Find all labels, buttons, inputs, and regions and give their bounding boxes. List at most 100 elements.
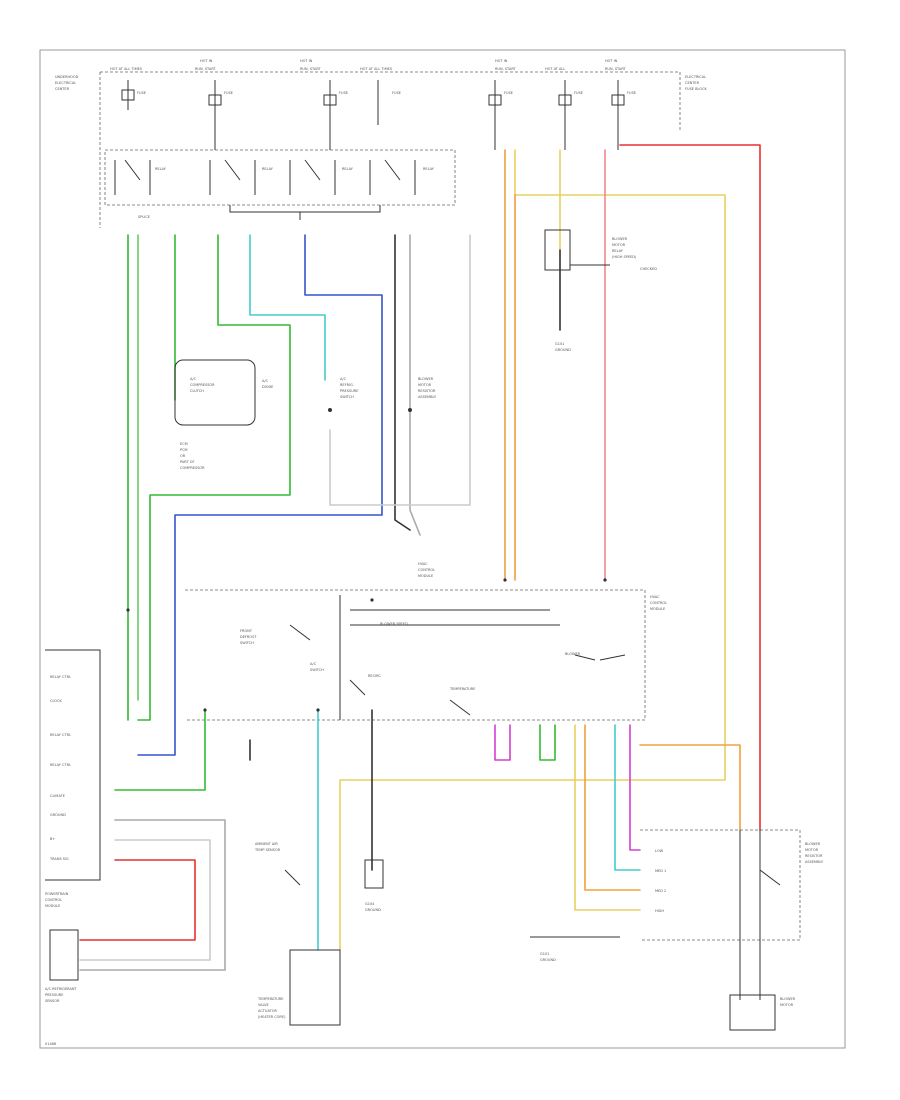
relay-row: RELAY RELAY RELAY RELAY SPLICE — [104, 149, 456, 220]
svg-text:AMBIENT AIR: AMBIENT AIR — [255, 842, 278, 846]
svg-text:MOTOR: MOTOR — [805, 848, 819, 852]
pin-label-trans-sig: TRANS SIG — [49, 857, 69, 861]
figure-code: 01488 — [45, 1042, 56, 1046]
svg-text:PART OF: PART OF — [180, 460, 194, 464]
svg-text:MOTOR: MOTOR — [612, 243, 626, 247]
svg-text:FUSE: FUSE — [224, 91, 233, 95]
svg-text:RUN, START: RUN, START — [300, 67, 321, 71]
fuse-labels: HOT AT ALL TIMES HOT IN RUN, START HOT I… — [110, 59, 626, 71]
svg-text:CENTER: CENTER — [685, 81, 700, 85]
blower-relay: BLOWER MOTOR RELAY (HIGH SPEED) CHECKED … — [544, 229, 657, 352]
svg-text:HOT IN: HOT IN — [200, 59, 213, 63]
svg-text:A/C REFRIGERANT: A/C REFRIGERANT — [45, 987, 77, 991]
svg-text:FUSE: FUSE — [392, 91, 401, 95]
svg-text:RELAY: RELAY — [342, 167, 354, 171]
relay-wires — [127, 234, 471, 756]
svg-text:CHECKED: CHECKED — [640, 267, 657, 271]
svg-text:(HIGH SPEED): (HIGH SPEED) — [612, 255, 637, 259]
svg-text:HOT IN: HOT IN — [495, 59, 508, 63]
svg-text:VALVE: VALVE — [258, 1003, 269, 1007]
svg-text:UNDERHOOD: UNDERHOOD — [55, 75, 79, 79]
svg-text:HVAC: HVAC — [650, 595, 660, 599]
svg-text:RUN, START: RUN, START — [495, 67, 516, 71]
svg-text:A/C: A/C — [262, 379, 269, 383]
pin-label-relay-ctrl-1: RELAY CTRL — [50, 675, 71, 679]
blower-motor: BLOWER MOTOR RESISTOR ASSEMBLY BLOWER MO… — [640, 829, 824, 1031]
svg-text:MOTOR: MOTOR — [418, 383, 432, 387]
svg-text:RELAY: RELAY — [423, 167, 435, 171]
svg-text:PRESSURE: PRESSURE — [45, 993, 63, 997]
svg-text:TEMPERATURE: TEMPERATURE — [257, 997, 283, 1001]
svg-text:COMPRESSOR: COMPRESSOR — [180, 466, 205, 470]
svg-text:SWITCH: SWITCH — [310, 668, 324, 672]
svg-text:MODULE: MODULE — [45, 904, 60, 908]
svg-text:RECIRC: RECIRC — [368, 674, 381, 678]
svg-text:ELECTRICAL: ELECTRICAL — [55, 81, 76, 85]
svg-text:CONTROL: CONTROL — [418, 568, 435, 572]
svg-text:GROUND: GROUND — [365, 908, 381, 912]
pin-label-ground: GROUND — [50, 813, 66, 817]
svg-text:RELAY: RELAY — [262, 167, 274, 171]
svg-text:TEMP SENSOR: TEMP SENSOR — [254, 848, 281, 852]
svg-text:BLOWER: BLOWER — [612, 237, 628, 241]
svg-text:RELAY: RELAY — [155, 167, 167, 171]
svg-text:GROUND: GROUND — [555, 348, 571, 352]
svg-text:ASSEMBLY: ASSEMBLY — [805, 860, 824, 864]
svg-text:RELAY: RELAY — [612, 249, 624, 253]
center-components: A/C REFRIG. PRESSURE SWITCH BLOWER MOTOR… — [328, 377, 437, 412]
svg-text:FUSE: FUSE — [137, 91, 146, 95]
svg-text:FUSE: FUSE — [627, 91, 636, 95]
pin-label-relay-ctrl-2: RELAY CTRL — [50, 733, 71, 737]
svg-text:COMPRESSOR: COMPRESSOR — [190, 383, 215, 387]
pcm-return-wires: A/C REFRIGERANT PRESSURE SENSOR — [45, 819, 226, 1003]
svg-text:POWERTRAIN: POWERTRAIN — [45, 892, 69, 896]
svg-text:G101: G101 — [555, 342, 564, 346]
svg-text:HOT AT ALL TIMES: HOT AT ALL TIMES — [360, 67, 393, 71]
svg-text:HIGH: HIGH — [655, 909, 664, 913]
svg-text:RESISTOR: RESISTOR — [805, 854, 823, 858]
pin-label-b-plus: B+ — [50, 837, 55, 841]
junction-dots — [126, 578, 607, 712]
svg-text:PRESSURE: PRESSURE — [340, 389, 358, 393]
svg-text:MED 2: MED 2 — [655, 889, 666, 893]
svg-text:HOT IN: HOT IN — [300, 59, 313, 63]
svg-text:CENTER: CENTER — [55, 87, 70, 91]
svg-text:BLOWER: BLOWER — [418, 377, 434, 381]
svg-text:OR: OR — [180, 454, 186, 458]
svg-text:ELECTRICAL: ELECTRICAL — [685, 75, 706, 79]
svg-text:CLUTCH: CLUTCH — [190, 389, 204, 393]
svg-text:CONTROL: CONTROL — [45, 898, 62, 902]
svg-text:LOW: LOW — [655, 849, 664, 853]
svg-text:RUN, START: RUN, START — [605, 67, 626, 71]
svg-text:FUSE: FUSE — [504, 91, 513, 95]
svg-text:HOT AT ALL: HOT AT ALL — [545, 67, 565, 71]
svg-text:MED 1: MED 1 — [655, 869, 666, 873]
svg-text:REFRIG.: REFRIG. — [340, 383, 354, 387]
svg-text:SWITCH: SWITCH — [340, 395, 354, 399]
body-control-module: RELAY CTRL CLOCK RELAY CTRL RELAY CTRL C… — [45, 649, 101, 908]
svg-text:DEFROST: DEFROST — [240, 635, 257, 639]
pin-label-clock: CLOCK — [50, 699, 62, 703]
fuse-row: FUSE FUSE FUSE FUSE FUSE FUSE FUSE — [121, 80, 636, 150]
pin-label-relay-ctrl-3: RELAY CTRL — [50, 763, 71, 767]
svg-text:ACTUATOR: ACTUATOR — [258, 1009, 277, 1013]
svg-text:(HEATER CORE): (HEATER CORE) — [258, 1015, 286, 1019]
svg-text:SWITCH: SWITCH — [240, 641, 254, 645]
svg-text:ECM: ECM — [180, 442, 188, 446]
svg-text:SENSOR: SENSOR — [45, 999, 60, 1003]
svg-text:FUSE: FUSE — [339, 91, 348, 95]
svg-text:G101: G101 — [540, 952, 549, 956]
diagram-border — [39, 49, 846, 1049]
svg-text:PCM: PCM — [180, 448, 188, 452]
svg-text:BLOWER SPEED: BLOWER SPEED — [380, 622, 408, 626]
pin-label-climate: CLIMATE — [50, 794, 65, 798]
svg-text:TEMPERATURE: TEMPERATURE — [449, 687, 475, 691]
svg-text:RUN, START: RUN, START — [195, 67, 216, 71]
svg-text:G104: G104 — [365, 902, 375, 906]
bottom-components: G104 GROUND AMBIENT AIR TEMP SENSOR TEMP… — [45, 842, 620, 1046]
svg-text:FUSE BLOCK: FUSE BLOCK — [685, 87, 708, 91]
svg-text:A/C: A/C — [340, 377, 347, 381]
svg-text:ASSEMBLY: ASSEMBLY — [418, 395, 437, 399]
svg-text:FUSE: FUSE — [574, 91, 583, 95]
